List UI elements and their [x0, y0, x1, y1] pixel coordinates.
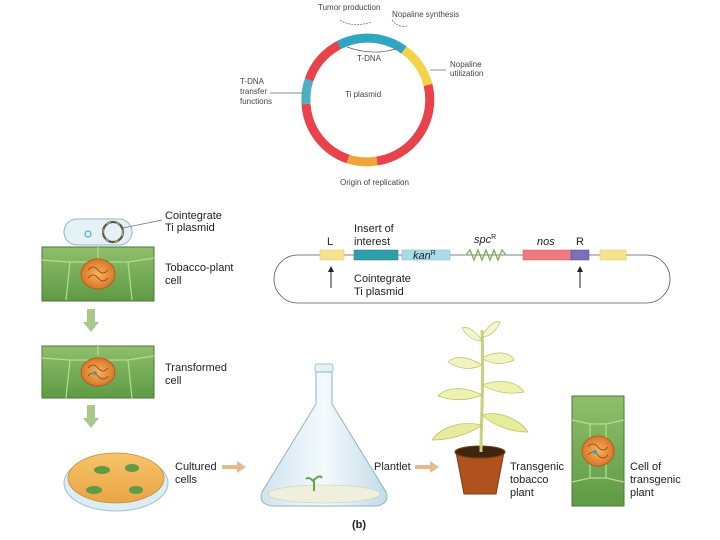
tobacco-plant-cell	[42, 247, 154, 301]
spc-label: spcR	[474, 234, 496, 246]
nos-label: nos	[537, 236, 555, 248]
transgenic-plant-label-3: plant	[510, 487, 534, 499]
agrobacterium	[64, 219, 132, 245]
callus-3	[86, 486, 102, 494]
transfer-functions-label-1: T-DNA	[240, 77, 265, 86]
cultured-cells-label-2: cells	[175, 474, 198, 486]
arrow-right-2	[415, 461, 439, 473]
left-border-L	[320, 250, 344, 260]
R-label: R	[576, 236, 584, 248]
transformed-cell-label-1: Transformed	[165, 362, 227, 374]
tobacco-cell-label-1: Tobacco-plant	[165, 262, 234, 274]
transgenic-plant-label-2: tobacco	[510, 474, 549, 486]
right-border-R	[571, 250, 589, 260]
transfer-functions-label-2: transfer	[240, 87, 267, 96]
arrow-right-1	[222, 461, 246, 473]
panel-label: (b)	[352, 519, 366, 531]
nopaline-utilization-label-2: utilization	[450, 69, 483, 78]
plasmid-red-segment-left	[306, 104, 348, 159]
insert-of-interest-block	[354, 250, 398, 260]
nos-block	[523, 250, 571, 260]
origin-of-replication-label: Origin of replication	[340, 178, 409, 187]
cointegrate-name-2: Ti plasmid	[354, 286, 404, 298]
right-yellow-block	[600, 250, 626, 260]
cell-of-transgenic-label-2: transgenic	[630, 474, 681, 486]
cointegrate-backbone	[274, 255, 670, 303]
callus-1	[94, 466, 110, 474]
cointegrate-map: L Insert of interest kanR spcR nos R Coi…	[274, 223, 670, 303]
origin-segment	[348, 159, 377, 162]
arrow-down-1	[83, 309, 99, 332]
transfer-functions-label-3: functions	[240, 97, 272, 106]
nopaline-utilization-segment	[404, 50, 428, 85]
insert-label-2: interest	[354, 236, 390, 248]
plantlet-label: Plantlet	[374, 461, 411, 473]
tobacco-cell-label-2: cell	[165, 275, 182, 287]
right-border-arrowhead	[577, 266, 583, 272]
tumor-bracket	[340, 20, 372, 25]
transgenic-plant-label-1: Transgenic	[510, 461, 565, 473]
callus-2	[125, 464, 139, 472]
tdna-segment	[339, 38, 404, 50]
step-cointegrate-label-2: Ti plasmid	[165, 222, 215, 234]
tumor-production-label: Tumor production	[318, 3, 380, 12]
culture-flask	[261, 364, 387, 506]
step-cointegrate-label-1: Cointegrate	[165, 210, 222, 222]
tdna-bracket	[347, 47, 396, 52]
insert-label-1: Insert of	[354, 223, 395, 235]
cointegrate-name-1: Cointegrate	[354, 273, 411, 285]
left-border-arrowhead	[328, 266, 334, 272]
transgenic-plant-cell	[572, 396, 624, 506]
ti-plasmid-center-label: Ti plasmid	[345, 90, 381, 99]
petri-dish	[64, 453, 168, 511]
transformed-cell-label-2: cell	[165, 375, 182, 387]
callus-4	[129, 486, 143, 494]
plasmid-red-segment-right	[377, 85, 430, 161]
nopaline-synthesis-label: Nopaline synthesis	[392, 10, 459, 19]
transfer-functions-segment	[306, 80, 309, 104]
arrow-down-2	[83, 405, 99, 428]
cell-of-transgenic-label-1: Cell of	[630, 461, 662, 473]
ti-plasmid-map: Tumor production Nopaline synthesis T-DN…	[240, 3, 483, 187]
nopaline-bracket	[392, 20, 408, 26]
nopaline-utilization-label-1: Nopaline	[450, 60, 482, 69]
cell-of-transgenic-label-3: plant	[630, 487, 654, 499]
transformed-cell	[42, 346, 154, 398]
tdna-label: T-DNA	[357, 54, 382, 63]
L-label: L	[327, 236, 333, 248]
plasmid-red-segment-top	[309, 45, 339, 80]
cultured-cells-label-1: Cultured	[175, 461, 217, 473]
